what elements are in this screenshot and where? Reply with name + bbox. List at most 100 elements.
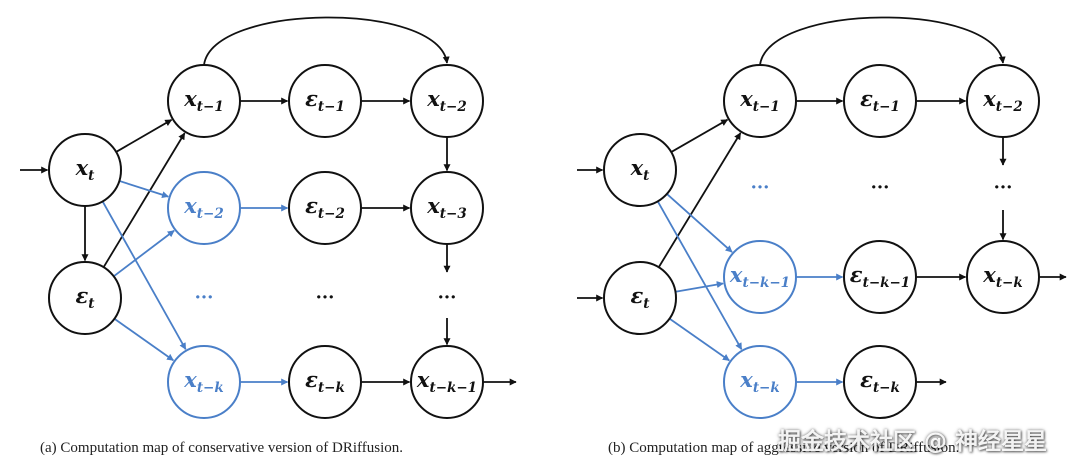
node-circle [410,345,484,419]
node-label-sub: t−2 [996,99,1023,115]
node-eps_t-1: εt−1 [288,64,362,138]
edge-b-skip-curve [759,16,1006,66]
edge-a-7 [113,318,174,362]
node-label-base: x [739,367,753,392]
edge-b-4 [666,193,733,253]
node-label-sub: t−2 [318,206,345,222]
node-label-base: ε [860,367,873,392]
node-label-base: x [426,193,440,218]
node-label: xt−2 [982,86,1022,115]
node-x_t-k-1: xt−k−1 [723,240,797,314]
node-x_t-2_blue: xt−2 [167,171,241,245]
node-label: εt−k [860,367,900,396]
node-x_t-2_top: xt−2 [410,64,484,138]
edge-b-5 [675,281,724,293]
node-label-base: x [426,86,440,111]
edge-b-3 [657,132,742,268]
node-label-sub: t−1 [873,99,900,115]
node-label-base: x [630,155,644,180]
node-label-sub: t [643,168,650,184]
node-circle [167,64,241,138]
node-eps_t-k: εt−k [288,345,362,419]
node-eps_t: εt [48,261,122,335]
node-circle [167,345,241,419]
node-eps_t-k: εt−k [843,345,917,419]
node-circle [843,64,917,138]
node-x_t-1: xt−1 [167,64,241,138]
caption-panel-b: (b) Computation map of aggressive versio… [608,440,960,456]
node-label: xt−k [739,367,779,396]
node-label-base: x [739,86,753,111]
node-label-sub: t−k [318,380,345,396]
node-circle [48,261,122,335]
node-label: εt [630,283,650,312]
node-x_t-k_blue: xt−k [723,345,797,419]
node-circle [167,171,241,245]
node-x_t-k-1: xt−k−1 [410,345,484,419]
node-label: xt−2 [183,193,223,222]
node-label-sub: t−k−1 [429,380,477,396]
edge-a-skip-curve [203,16,450,66]
edge-a-6 [101,200,187,350]
node-label-base: x [416,367,430,392]
node-label-base: x [183,86,197,111]
node-label: xt [75,155,96,184]
ellipsis-dots-col2: ··· [316,287,335,308]
node-label: εt−k−1 [850,262,910,291]
node-circle [843,240,917,314]
node-label-sub: t [88,296,95,312]
node-label-sub: t−2 [197,206,224,222]
node-circle [723,240,797,314]
node-label: εt−k [305,367,345,396]
node-eps_t: εt [603,261,677,335]
ellipsis-dots-col1: ··· [195,287,214,308]
edge-b-7 [668,317,730,362]
node-label: xt−k−1 [729,262,790,291]
node-circle [603,133,677,207]
ellipsis-dots-col3: ··· [438,287,457,308]
node-circle [410,64,484,138]
node-eps_t-2: εt−2 [288,171,362,245]
ellipsis-dots-col3: ··· [994,177,1013,198]
ellipsis-dots-col2: ··· [871,177,890,198]
node-x_t-2: xt−2 [966,64,1040,138]
edge-b-2 [670,118,729,153]
node-label-base: ε [305,86,318,111]
node-label-base: x [183,367,197,392]
node-label: xt [630,155,651,184]
node-label-sub: t−k−1 [863,275,911,291]
node-label: εt−1 [305,86,345,115]
node-label: xt−k [982,262,1022,291]
node-circle [723,345,797,419]
node-label-base: x [75,155,89,180]
edge-a-5 [113,229,175,278]
node-label: εt−2 [305,193,345,222]
node-label-sub: t−k [996,275,1023,291]
node-label-base: ε [860,86,873,111]
node-label-sub: t−k [753,380,780,396]
node-label-sub: t−1 [318,99,345,115]
edge-a-4 [119,180,169,199]
node-eps_t-1: εt−1 [843,64,917,138]
edge-a-3 [102,132,186,268]
node-circle [603,261,677,335]
node-label-base: ε [850,262,863,287]
node-x_t: xt [48,133,122,207]
node-label: xt−1 [739,86,779,115]
watermark-text: 掘金技术社区 @ 神经星星 [778,429,1048,455]
node-x_t-k_right: xt−k [966,240,1040,314]
node-label-sub: t−1 [753,99,780,115]
node-x_t-k: xt−k [167,345,241,419]
node-circle [843,345,917,419]
node-label-base: x [183,193,197,218]
node-label-base: x [982,262,996,287]
node-label: xt−k [183,367,223,396]
node-eps_t-k-1: εt−k−1 [843,240,917,314]
node-label-base: ε [305,193,318,218]
node-label-sub: t−3 [440,206,467,222]
node-label: xt−k−1 [416,367,477,396]
node-label-sub: t [88,168,95,184]
ellipsis-dots-col1: ··· [751,177,770,198]
